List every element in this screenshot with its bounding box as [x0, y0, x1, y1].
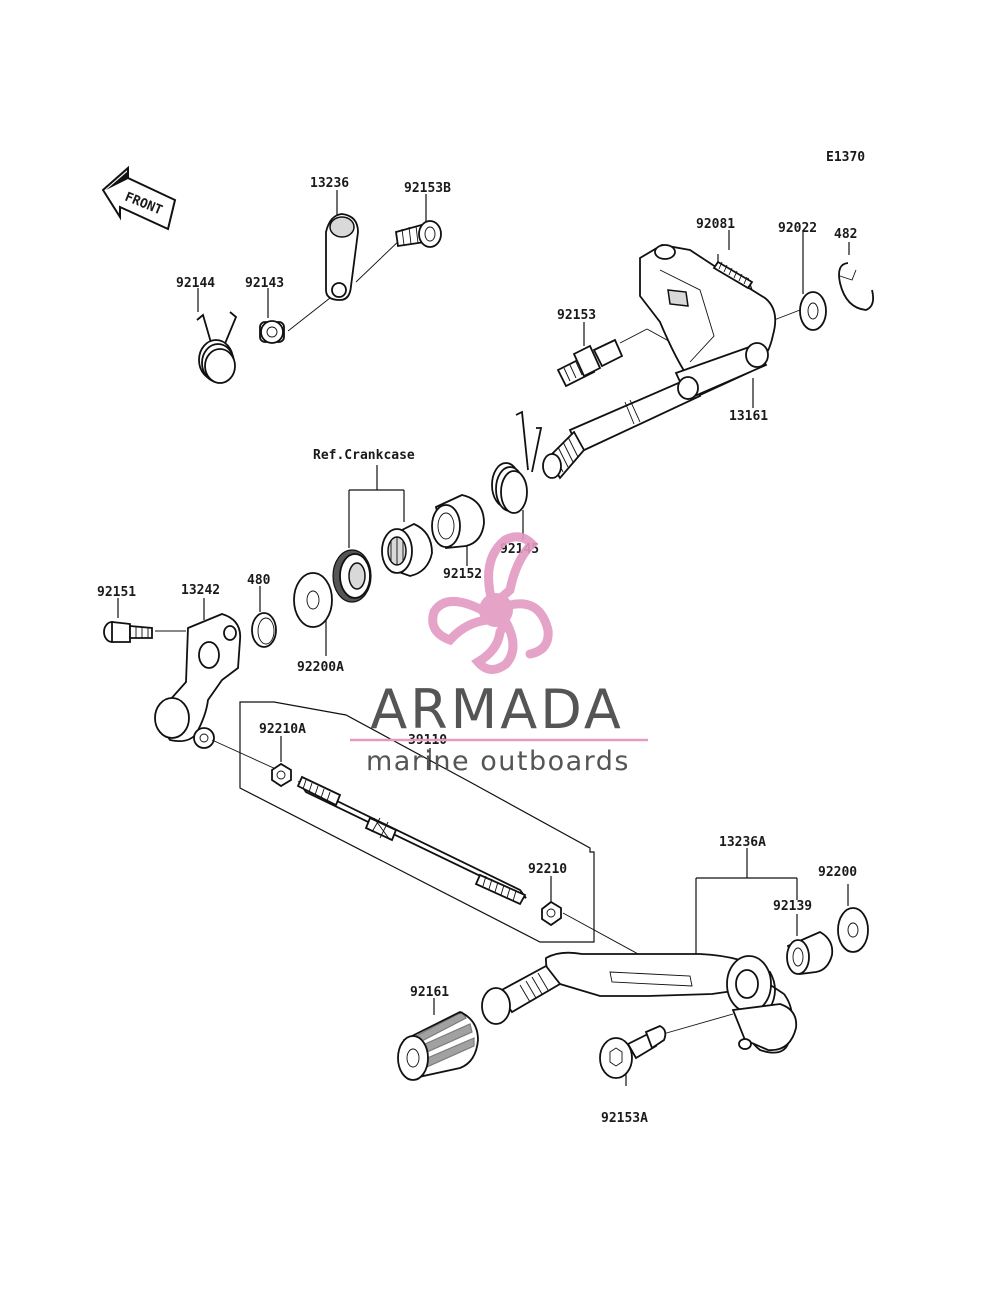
diagram-code: E1370 — [826, 150, 865, 165]
label-13236A: 13236A — [719, 835, 766, 850]
label-13242: 13242 — [181, 583, 220, 598]
part-92144-spring — [196, 311, 238, 384]
part-13236-lever — [325, 213, 359, 301]
part-92139-collar — [786, 930, 834, 975]
label-92153: 92153 — [557, 308, 596, 323]
part-92143-collar — [259, 320, 285, 344]
part-92153A-bolt — [599, 1025, 667, 1079]
part-13236A-shift-pedal — [481, 951, 798, 1054]
part-92153B-bolt — [394, 220, 442, 248]
label-92200: 92200 — [818, 865, 857, 880]
part-92200A-washer — [293, 572, 333, 628]
label-92022: 92022 — [778, 221, 817, 236]
label-92210A: 92210A — [259, 722, 306, 737]
label-13161: 13161 — [729, 409, 768, 424]
part-92152-collar — [431, 494, 485, 549]
part-needle-bearing — [381, 523, 433, 577]
part-92081-spring — [712, 254, 754, 291]
part-13161-shift-shaft — [542, 244, 777, 480]
part-92210-nut — [541, 900, 562, 927]
label-482: 482 — [834, 227, 857, 242]
part-39110-tie-rod — [296, 775, 527, 906]
label-92081: 92081 — [696, 217, 735, 232]
label-92144: 92144 — [176, 276, 215, 291]
part-480-circlip — [251, 612, 277, 648]
part-92022-washer — [799, 291, 827, 331]
label-480: 480 — [247, 573, 271, 588]
label-92161: 92161 — [410, 985, 449, 1000]
label-92143: 92143 — [245, 276, 284, 291]
watermark-brand: ARMADA — [370, 678, 624, 741]
ref-crankcase-label: Ref.Crankcase — [313, 448, 415, 463]
label-92151: 92151 — [97, 585, 136, 600]
label-92153A: 92153A — [601, 1111, 648, 1126]
part-92153-bolt — [556, 338, 624, 388]
armada-logo-icon — [428, 532, 553, 674]
label-92200A: 92200A — [297, 660, 344, 675]
label-92152: 92152 — [443, 567, 482, 582]
label-13236: 13236 — [310, 176, 349, 191]
part-92200-washer — [837, 907, 869, 953]
part-92151-bolt — [103, 620, 153, 643]
label-92139: 92139 — [773, 899, 812, 914]
label-92153B: 92153B — [404, 181, 451, 196]
part-482-circlip — [838, 262, 875, 311]
part-92161-rubber — [397, 1011, 479, 1081]
front-arrow-icon: FRONT — [101, 165, 177, 231]
part-92210A-nut — [271, 762, 292, 788]
part-oil-seal — [332, 549, 372, 603]
label-92210: 92210 — [528, 862, 567, 877]
part-13242-shift-arm — [154, 613, 242, 749]
part-92145-spring — [491, 410, 543, 514]
watermark-tagline: marine outboards — [366, 746, 630, 777]
